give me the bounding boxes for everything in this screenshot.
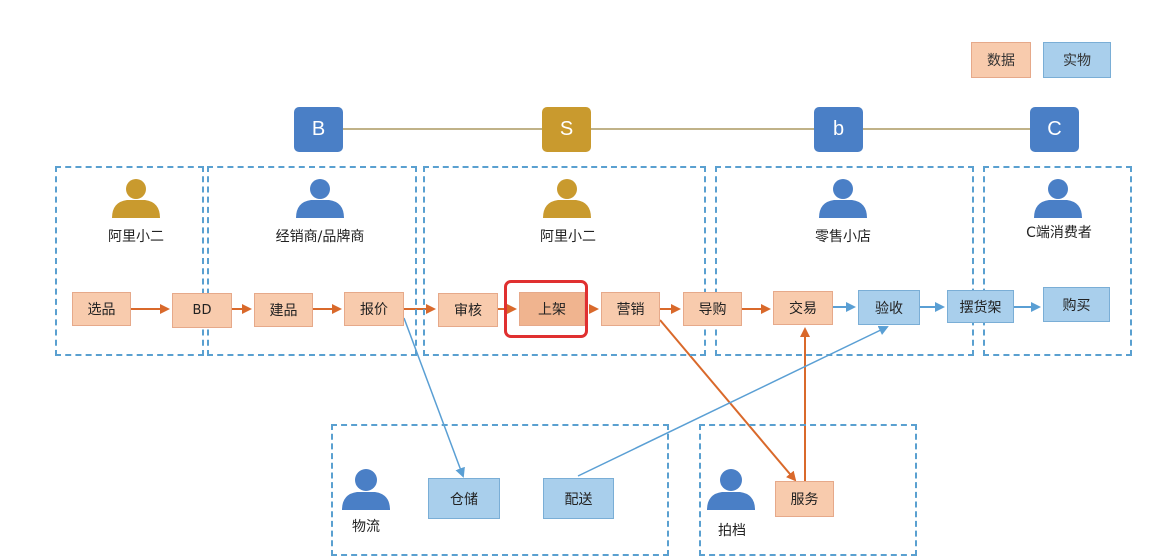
role-c: C: [1030, 107, 1079, 152]
group-ali1: [55, 166, 204, 356]
node-xuanpin: 选品: [72, 292, 131, 326]
group-ali2: [423, 166, 706, 356]
person-icon-ali2: [543, 179, 591, 218]
person-icon-dealer: [296, 179, 344, 218]
group-dealer: [207, 166, 417, 356]
node-yanshou: 验收: [858, 290, 920, 325]
node-fuwu: 服务: [775, 481, 834, 517]
node-shenhe: 审核: [438, 293, 498, 327]
group-label-partner: 拍档: [718, 523, 746, 539]
node-jiaoyi: 交易: [773, 291, 833, 325]
role-s: S: [542, 107, 591, 152]
legend-data: 数据: [971, 42, 1031, 78]
group-partner: [699, 424, 917, 556]
node-baojia: 报价: [344, 292, 404, 326]
node-shangjia: 上架: [519, 292, 585, 326]
person-icon-consumer: [1034, 179, 1082, 218]
node-yingxiao: 营销: [601, 292, 660, 326]
node-jianpin: 建品: [254, 293, 313, 327]
group-label-consumer: C端消费者: [1026, 225, 1092, 241]
group-label-logistics: 物流: [352, 519, 380, 535]
person-icon-ali1: [112, 179, 160, 218]
group-consumer: [983, 166, 1132, 356]
legend-physical: 实物: [1043, 42, 1111, 78]
node-bd: BD: [172, 293, 232, 328]
role-b-upper: B: [294, 107, 343, 152]
person-icon-logistics: [342, 469, 390, 510]
group-label-dealer: 经销商/品牌商: [275, 229, 365, 245]
group-label-ali1: 阿里小二: [108, 229, 164, 245]
person-icon-partner: [707, 469, 755, 510]
node-daogou: 导购: [683, 292, 742, 326]
node-baihuojia: 摆货架: [947, 290, 1014, 323]
role-b-lower: b: [814, 107, 863, 152]
group-logistics: [331, 424, 669, 556]
arrow-baojia-cangchu: [403, 317, 465, 478]
group-label-ali2: 阿里小二: [540, 229, 596, 245]
arrow-peisong-yanshou: [577, 325, 889, 477]
node-cangchu: 仓储: [428, 478, 500, 519]
node-goumai: 购买: [1043, 287, 1110, 322]
highlight-shangjia: [504, 280, 588, 338]
node-peisong: 配送: [543, 478, 614, 519]
arrow-yingxiao-fuwu: [659, 319, 797, 482]
person-icon-store: [819, 179, 867, 218]
group-label-store: 零售小店: [815, 229, 871, 245]
group-store: [715, 166, 974, 356]
